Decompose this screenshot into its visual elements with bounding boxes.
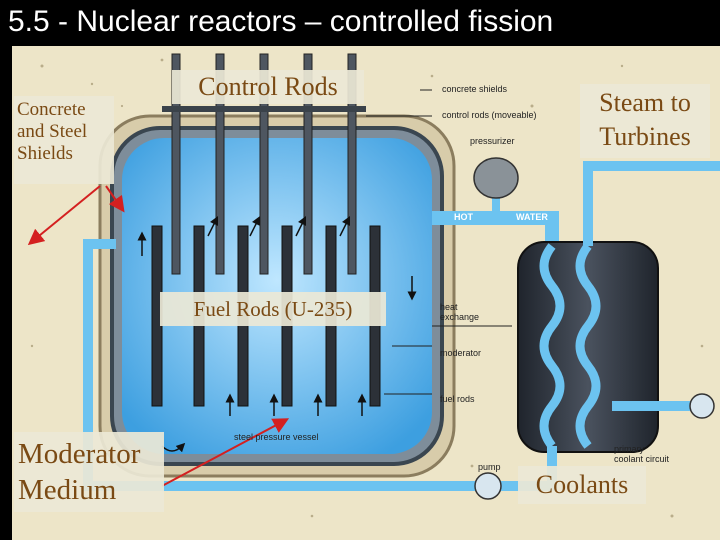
heat-exchanger: [517, 241, 659, 453]
label-leader-lines: [366, 89, 512, 395]
control-rod: [259, 53, 269, 275]
control-rod-drive-bar: [162, 106, 366, 112]
control-rod: [215, 53, 225, 275]
label-concrete-shields: concrete shields: [442, 84, 508, 94]
label-control-rods-moveable: control rods (moveable): [442, 110, 537, 120]
secondary-coil: [575, 243, 601, 449]
pressurizer-tank: [473, 157, 519, 199]
primary-coil: [539, 243, 565, 449]
secondary-pump: [689, 393, 715, 419]
label-pressurizer: pressurizer: [470, 136, 515, 146]
label-fuel-rods-u235: Fuel Rods (U-235): [160, 292, 386, 326]
label-hot: HOT: [454, 212, 473, 222]
control-rod: [303, 53, 313, 275]
control-rod: [171, 53, 181, 275]
steam-pipe: [583, 161, 720, 246]
label-control-rods: Control Rods: [172, 70, 364, 104]
label-water: WATER: [516, 212, 548, 222]
label-steel-pressure-vessel: steel pressure vessel: [234, 432, 319, 442]
label-steam-to-turbines: Steam to Turbines: [580, 84, 710, 158]
label-moderator-medium: Moderator Medium: [14, 432, 164, 512]
label-moderator: moderator: [440, 348, 482, 358]
control-rods-group: [171, 53, 357, 275]
coolant-flow-arrows: [137, 215, 417, 453]
control-rod: [347, 53, 357, 275]
label-heat-exchange: heat exchange: [440, 302, 480, 322]
label-fuel-rods: fuel rods: [440, 394, 475, 404]
primary-pump: [474, 472, 502, 500]
left-coolant-pipe: [83, 239, 482, 491]
label-concrete-and-steel-shields: Concrete and Steel Shields: [14, 96, 114, 184]
red-pointer-arrows: [27, 185, 290, 487]
label-primary-coolant-circuit: primary coolant circuit: [614, 444, 670, 464]
label-coolants: Coolants: [518, 466, 646, 504]
hot-water-pipe: [432, 211, 559, 242]
slide-title: 5.5 - Nuclear reactors – controlled fiss…: [0, 0, 720, 44]
label-pump: pump: [478, 462, 501, 472]
